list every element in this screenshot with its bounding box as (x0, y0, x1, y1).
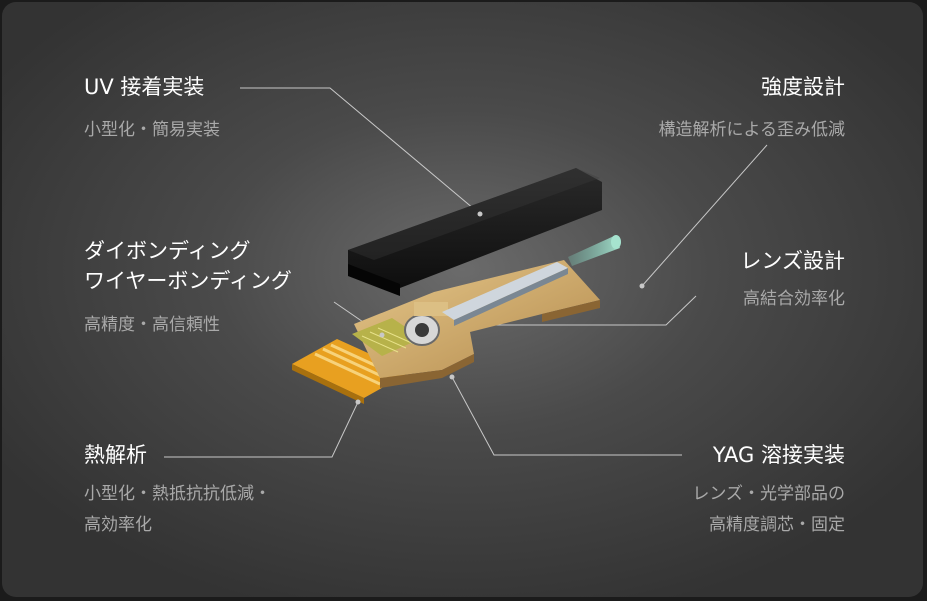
strength-design-desc: 構造解析による歪み低減 (658, 120, 846, 140)
leader-lines (164, 87, 768, 458)
beam-tip (611, 235, 621, 249)
substrate (352, 260, 600, 388)
leader-thermal (164, 401, 359, 458)
uv-bonding-title: UV 接着実装 (84, 75, 205, 99)
lid (348, 168, 602, 296)
die-bonding-title: ダイボンディング (84, 239, 251, 263)
leader-yag (451, 376, 682, 456)
yag-welding-desc-1: レンズ・光学部品の (692, 484, 845, 504)
thermal-analysis-desc-2: 高効率化 (84, 515, 152, 535)
leader-lens (434, 295, 697, 326)
output-beam (568, 236, 620, 266)
fiber-rail (442, 262, 568, 326)
anchor-dots (355, 283, 645, 405)
thermal-analysis-desc-1: 小型化・熱抵抗抗低減・ (84, 484, 271, 504)
wire-bonding-title: ワイヤーボンディング (84, 269, 292, 293)
thermal-analysis-title: 熱解析 (84, 443, 147, 467)
leader-uv (240, 87, 481, 215)
lens-design-title: レンズ設計 (740, 249, 845, 273)
strength-design-title: 強度設計 (761, 75, 845, 99)
yag-welding-desc-2: 高精度調芯・固定 (709, 515, 845, 535)
uv-bonding-desc: 小型化・簡易実装 (84, 120, 220, 140)
bonding-desc: 高精度・高信頼性 (84, 315, 220, 335)
lens-design-desc: 高結合効率化 (743, 289, 845, 309)
yag-welding-title: YAG 溶接実装 (712, 443, 845, 467)
leader-strength (641, 144, 768, 287)
